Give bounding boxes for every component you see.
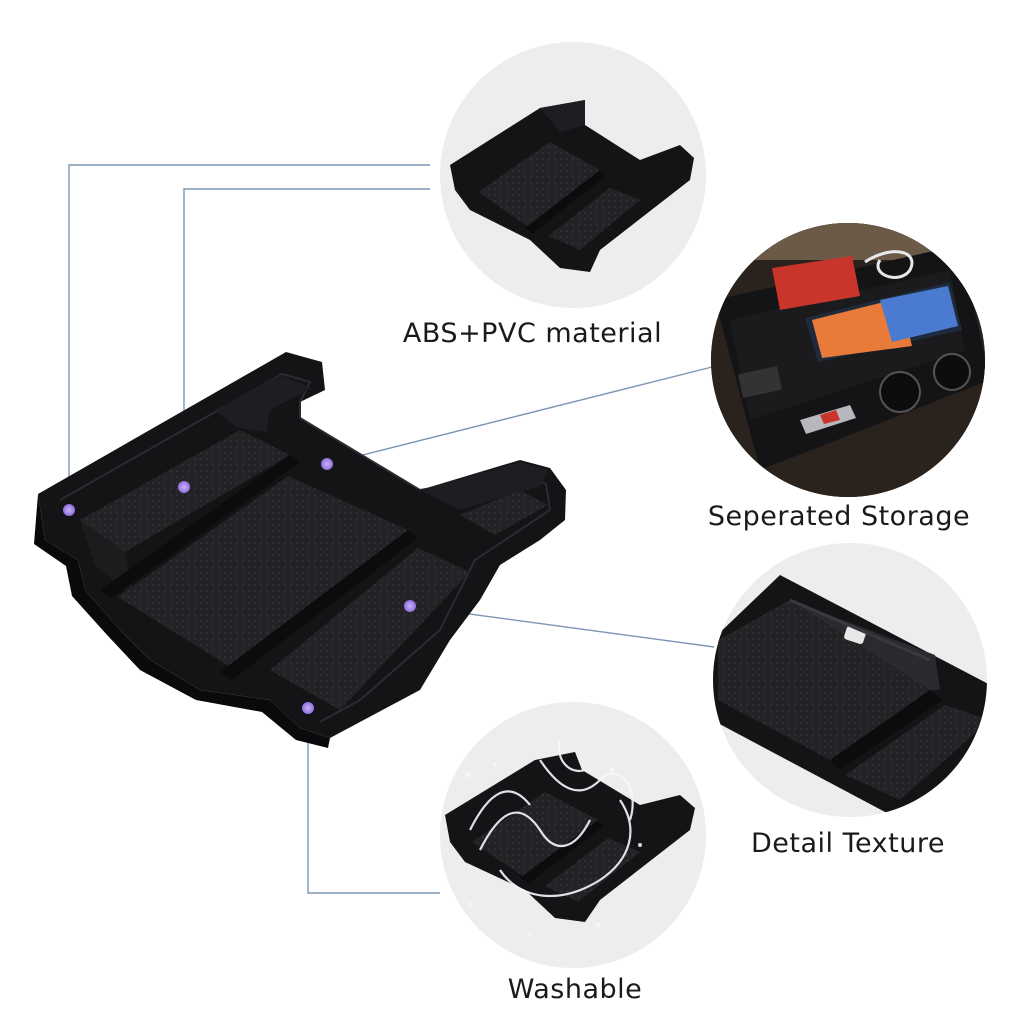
- callout-dot-material-inner: [178, 481, 190, 493]
- caption-washable: Washable: [507, 974, 643, 1005]
- caption-storage: Seperated Storage: [707, 501, 971, 532]
- callout-dots: [63, 458, 416, 714]
- main-tray-image: [34, 352, 566, 748]
- callout-dot-texture: [404, 600, 416, 612]
- callout-line-material-outer: [68, 164, 430, 510]
- caption-material: ABS+PVC material: [402, 318, 663, 349]
- washable-circle: [440, 702, 706, 968]
- callout-dot-storage: [321, 458, 333, 470]
- callout-dot-washable: [302, 702, 314, 714]
- water-splash-icon: [469, 739, 634, 898]
- callout-line-storage: [326, 366, 713, 465]
- caption-texture: Detail Texture: [751, 828, 945, 859]
- texture-circle: [713, 543, 987, 817]
- red-card-icon: [772, 256, 860, 310]
- callout-dot-material-outer: [63, 504, 75, 516]
- storage-circle: [711, 223, 985, 497]
- callout-line-washable: [307, 708, 440, 894]
- material-circle: [440, 42, 706, 308]
- callout-line-material-inner: [183, 188, 430, 487]
